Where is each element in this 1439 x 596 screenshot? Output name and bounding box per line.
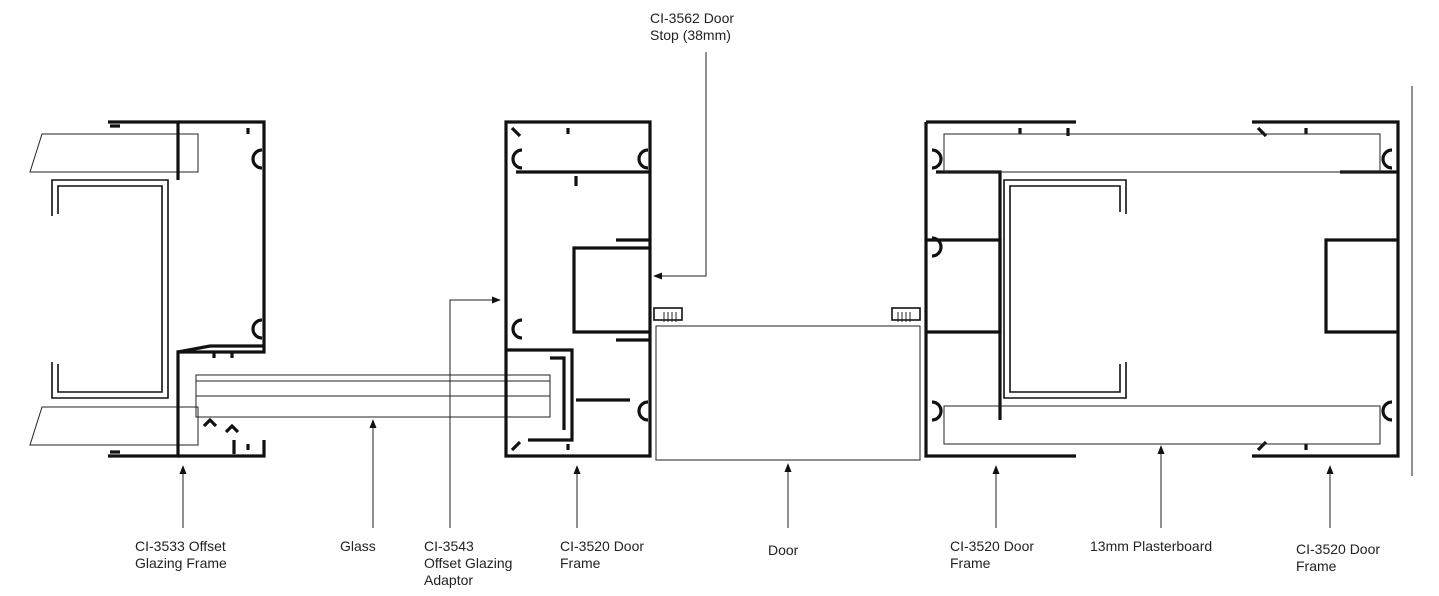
label-door: Door — [768, 542, 799, 558]
label-door-stop: CI-3562 Door Stop (38mm) — [650, 10, 735, 43]
label-offset-glazing-frame: CI-3533 Offset Glazing Frame — [135, 538, 227, 571]
label-door-frame-2: CI-3520 Door Frame — [950, 538, 1035, 571]
left-stud — [51, 179, 169, 399]
left-plasterboard-top — [29, 133, 199, 173]
label-plasterboard: 13mm Plasterboard — [1090, 538, 1213, 554]
door-frame-profile-3 — [1252, 86, 1413, 476]
left-plasterboard-bottom — [29, 406, 199, 446]
glass-panel — [195, 374, 551, 418]
door-leaf — [655, 325, 921, 461]
right-stud — [1003, 179, 1127, 399]
plasterboard-panels — [943, 133, 1381, 445]
offset-glazing-frame-profile — [29, 120, 266, 458]
label-door-frame-3: CI-3520 Door Frame — [1296, 541, 1381, 574]
label-glass: Glass — [340, 538, 376, 554]
leader-lines — [179, 52, 1334, 528]
label-door-frame-1: CI-3520 Door Frame — [560, 538, 645, 571]
label-offset-glazing-adaptor: CI-3543 Offset Glazing Adaptor — [424, 538, 513, 588]
door-frame-profile-1 — [504, 120, 683, 458]
